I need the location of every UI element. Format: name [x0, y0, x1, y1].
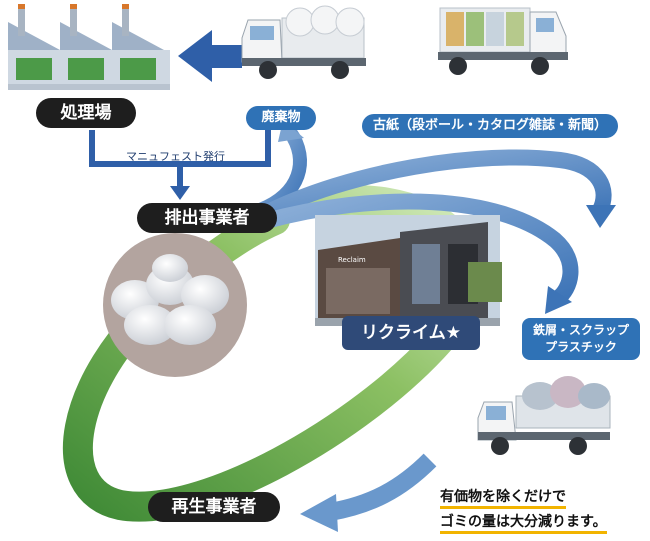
caption-line1: 有価物を除くだけで: [440, 486, 566, 509]
caption-line2-text: ゴミの量は大分減ります。: [440, 514, 607, 534]
waste-truck-icon: [241, 5, 366, 79]
metal-label-line2: プラスチック: [545, 340, 617, 354]
discharger-label: 排出事業者: [137, 203, 277, 233]
caption-line2: ゴミの量は大分減ります。: [440, 511, 607, 534]
caption-line1-text: 有価物を除くだけで: [440, 489, 566, 509]
reclaim-label: リクライム★: [342, 316, 480, 350]
treatment-plant-label: 処理場: [36, 98, 136, 128]
flow-arrows: [257, 120, 616, 314]
paper-truck-icon: [438, 7, 568, 75]
building-sign: Reclaim: [338, 256, 366, 264]
waste-label: 廃棄物: [246, 106, 316, 130]
metal-plastic-label: 鉄屑・スクラップ プラスチック: [522, 318, 640, 360]
return-arrow: [300, 453, 437, 532]
manifest-arrow: [89, 130, 271, 200]
metal-truck-icon: [477, 376, 611, 455]
reclaim-building-icon: Reclaim: [315, 215, 502, 326]
delivery-arrow: [178, 30, 242, 82]
recycler-label: 再生事業者: [148, 492, 280, 522]
paper-label: 古紙（段ボール・カタログ雑誌・新聞）: [362, 114, 618, 138]
factory-icon: [8, 4, 170, 90]
metal-label-line1: 鉄屑・スクラップ: [532, 323, 629, 337]
garbage-pile-icon: [103, 233, 247, 377]
manifest-label: マニュフェスト発行: [126, 150, 225, 163]
